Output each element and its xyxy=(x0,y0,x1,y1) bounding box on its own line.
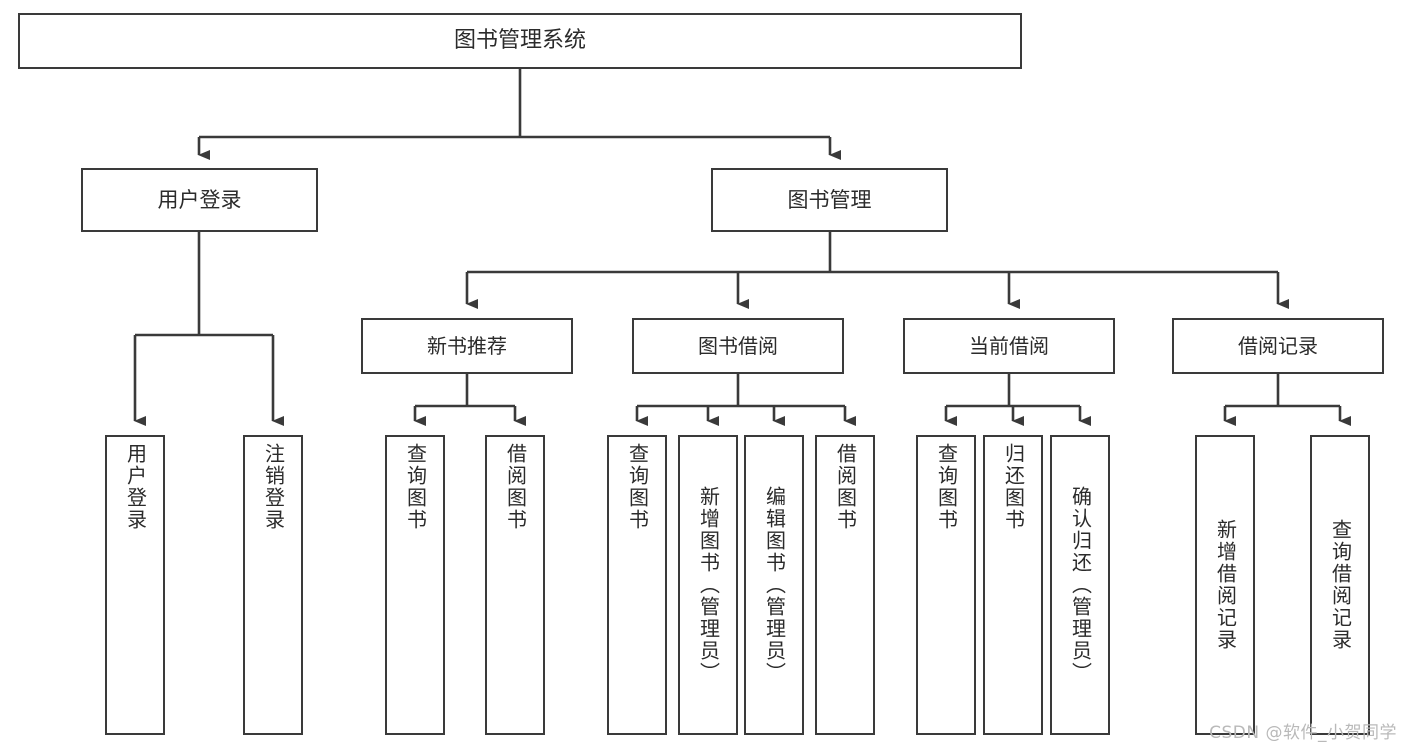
node-book-borrow-label: 图书借阅 xyxy=(698,333,778,358)
node-current-borrow[interactable]: 当前借阅 xyxy=(903,318,1115,374)
leaf-node[interactable]: 查询图书 xyxy=(385,435,445,735)
node-root[interactable]: 图书管理系统 xyxy=(18,13,1022,69)
leaf-node-label: 查询图书 xyxy=(625,443,650,531)
node-book-borrow[interactable]: 图书借阅 xyxy=(632,318,844,374)
leaf-node[interactable]: 查询借阅记录 xyxy=(1310,435,1370,735)
leaf-node[interactable]: 注销登录 xyxy=(243,435,303,735)
node-new-book-recommend-label: 新书推荐 xyxy=(427,333,507,358)
node-root-label: 图书管理系统 xyxy=(453,28,586,54)
node-borrow-record-label: 借阅记录 xyxy=(1238,333,1318,358)
leaf-node[interactable]: 用户登录 xyxy=(105,435,165,735)
leaf-node[interactable]: 查询图书 xyxy=(607,435,667,735)
leaf-node[interactable]: 新增图书（管理员） xyxy=(678,435,738,735)
node-book-management-label: 图书管理 xyxy=(787,187,872,212)
node-user-login-label: 用户登录 xyxy=(157,187,242,212)
leaf-node[interactable]: 借阅图书 xyxy=(815,435,875,735)
leaf-node-label: 新增图书（管理员） xyxy=(696,486,721,684)
leaf-node[interactable]: 归还图书 xyxy=(983,435,1043,735)
leaf-node-label: 借阅图书 xyxy=(833,443,858,531)
leaf-node-label: 查询图书 xyxy=(934,443,959,531)
node-user-login[interactable]: 用户登录 xyxy=(81,168,318,232)
leaf-node-label: 编辑图书（管理员） xyxy=(762,486,787,684)
leaf-node-label: 借阅图书 xyxy=(503,443,528,531)
leaf-node-label: 注销登录 xyxy=(261,443,286,531)
node-borrow-record[interactable]: 借阅记录 xyxy=(1172,318,1384,374)
leaf-node-label: 归还图书 xyxy=(1001,443,1026,531)
leaf-node-label: 查询借阅记录 xyxy=(1328,519,1353,651)
leaf-node[interactable]: 查询图书 xyxy=(916,435,976,735)
csdn-watermark: CSDN @软件_小贺同学 xyxy=(1209,723,1397,743)
node-new-book-recommend[interactable]: 新书推荐 xyxy=(361,318,573,374)
leaf-node[interactable]: 新增借阅记录 xyxy=(1195,435,1255,735)
leaf-node-label: 新增借阅记录 xyxy=(1213,519,1238,651)
node-book-management[interactable]: 图书管理 xyxy=(711,168,948,232)
leaf-node[interactable]: 确认归还（管理员） xyxy=(1050,435,1110,735)
leaf-node[interactable]: 编辑图书（管理员） xyxy=(744,435,804,735)
node-current-borrow-label: 当前借阅 xyxy=(969,333,1049,358)
leaf-node-label: 用户登录 xyxy=(123,443,148,531)
leaf-node-label: 查询图书 xyxy=(403,443,428,531)
leaf-node[interactable]: 借阅图书 xyxy=(485,435,545,735)
leaf-node-label: 确认归还（管理员） xyxy=(1068,486,1093,684)
